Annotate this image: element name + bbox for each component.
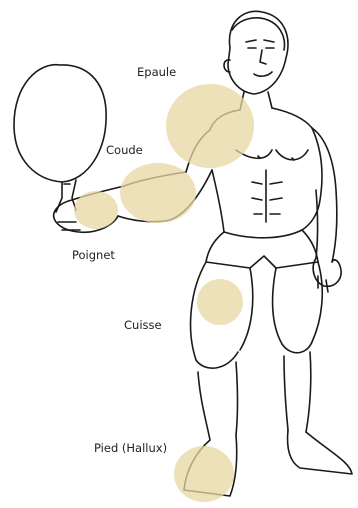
eyebrows: [246, 40, 274, 42]
shorts-crotch: [250, 256, 276, 268]
foot-highlight: [174, 446, 234, 502]
right-arm: [312, 128, 341, 292]
foot-label: Pied (Hallux): [94, 441, 167, 455]
abs: [252, 170, 282, 222]
right-shin-inner: [284, 356, 288, 430]
racket-head: [14, 65, 106, 182]
nose: [260, 50, 266, 64]
left-shin-outer: [198, 372, 210, 440]
waistband: [224, 230, 302, 238]
racket: [14, 65, 106, 212]
wrist-label: Poignet: [72, 248, 115, 262]
shoulder-label: Epaule: [137, 65, 176, 79]
head: [224, 11, 288, 94]
right-knee: [282, 342, 312, 353]
shorts-left: [206, 232, 250, 268]
thigh-highlight: [197, 279, 243, 325]
right-foot: [288, 430, 353, 474]
elbow-label: Coude: [106, 143, 143, 157]
left-thigh-inner: [240, 268, 253, 350]
right-leg: [273, 262, 352, 474]
hair: [232, 18, 285, 50]
wrist-highlight: [74, 191, 118, 229]
elbow-highlight: [120, 163, 196, 223]
right-arm-inner: [316, 190, 318, 258]
right-thigh-inner: [273, 268, 282, 344]
right-shin-outer: [306, 352, 311, 432]
left-shin-inner: [236, 362, 238, 435]
torso-left-side: [212, 170, 224, 232]
thigh-label: Cuisse: [124, 318, 162, 332]
pecs: [236, 150, 308, 160]
left-knee: [196, 352, 238, 368]
mouth: [254, 72, 272, 76]
shoulder-highlight: [166, 84, 254, 168]
shorts: [206, 230, 318, 268]
torso-right-side: [302, 128, 322, 230]
